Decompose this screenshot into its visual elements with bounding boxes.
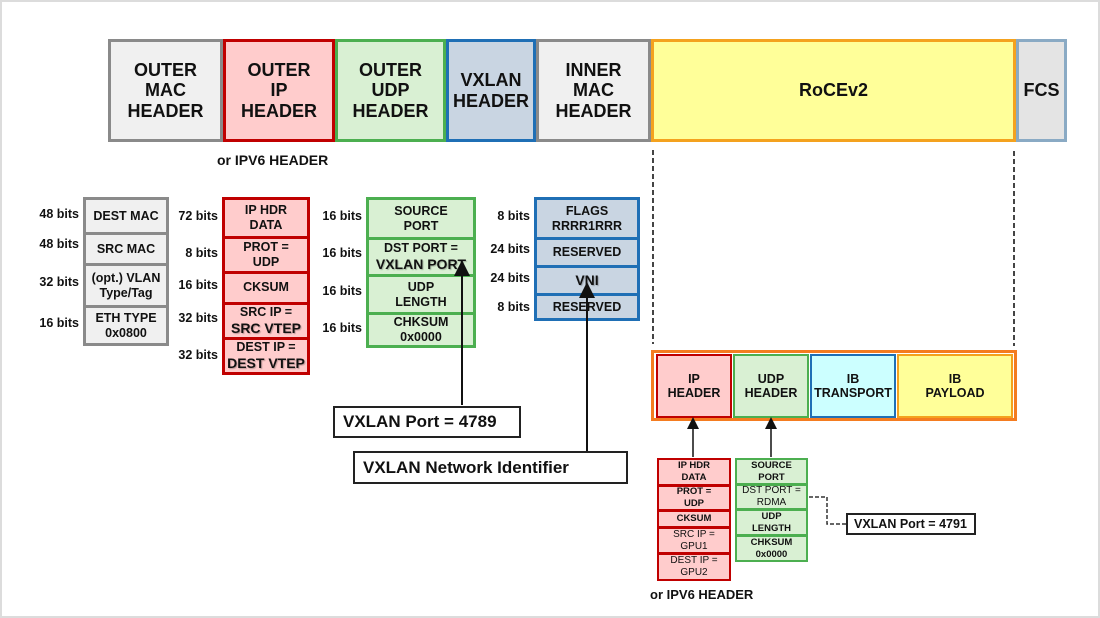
rocev2-ib-payload: IB PAYLOAD [897,354,1013,418]
inner-field-udp-length: UDP LENGTH [737,508,806,534]
bits-label: 32 bits [178,348,218,362]
dashed-rdma-connector [809,496,846,525]
field-dst-port: DST PORT = VXLAN PORT [369,237,473,274]
field-dest-ip-value: DEST VTEP [227,355,305,372]
rocev2-ib-transport: IB TRANSPORT [810,354,896,418]
field-dst-port-label: DST PORT = [384,241,458,256]
field-flags: FLAGS RRRR1RRR [551,203,623,233]
vxlan-fields: FLAGS RRRR1RRR RESERVED VNI RESERVED [534,197,640,321]
outer-udp-fields: SOURCE PORT DST PORT = VXLAN PORT UDP LE… [366,197,476,348]
bits-label: 48 bits [39,207,79,221]
field-dst-port-value: VXLAN PORT [375,256,467,273]
bits-label: 24 bits [490,242,530,256]
inner-field-dst-port: DST PORT = RDMA [737,483,806,508]
bits-label: 16 bits [322,321,362,335]
field-src-mac: SRC MAC [86,232,166,263]
vxlan-header: VXLAN HEADER [446,39,536,142]
field-dest-mac: DEST MAC [93,208,159,223]
field-udp-checksum: CHKSUM 0x0000 [369,312,473,345]
inner-ip-fields: IP HDR DATA PROT = UDP CKSUM SRC IP = GP… [657,458,731,581]
field-protocol: PROT = UDP [225,236,307,271]
field-eth-type: ETH TYPE 0x0800 [86,305,166,343]
inner-field-src-ip: SRC IP = GPU1 [659,526,729,552]
rocev2-payload: RoCEv2 [651,39,1016,142]
inner-field-dest-ip: DEST IP = GPU2 [659,552,729,579]
inner-field-protocol: PROT = UDP [659,483,729,509]
bits-label: 8 bits [497,209,530,223]
inner-field-ip-hdr-data: IP HDR DATA [677,460,711,483]
inner-ip-ipv6-note: or IPV6 HEADER [650,587,754,602]
bits-label: 32 bits [39,275,79,289]
rocev2-ip-header: IP HEADER [656,354,732,418]
vxlan-port-4789-callout: VXLAN Port = 4789 [333,406,521,438]
bits-label: 16 bits [322,209,362,223]
field-ip-hdr-data: IP HDR DATA [244,203,288,233]
bits-label: 16 bits [39,316,79,330]
bits-label: 48 bits [39,237,79,251]
field-source-port: SOURCE PORT [394,203,448,233]
inner-field-checksum-2: CHKSUM 0x0000 [737,534,806,560]
outer-udp-header: OUTER UDP HEADER [335,39,446,142]
bits-label: 8 bits [497,300,530,314]
vxlan-network-identifier-callout: VXLAN Network Identifier [353,451,628,484]
field-reserved-1: RESERVED [537,237,637,265]
bits-label: 16 bits [322,284,362,298]
bits-label: 16 bits [178,278,218,292]
vxlan-port-4791-callout: VXLAN Port = 4791 [846,513,976,535]
bits-label: 16 bits [322,246,362,260]
field-vlan-tag: (opt.) VLAN Type/Tag [86,263,166,305]
fcs-trailer: FCS [1016,39,1067,142]
outer-ip-fields: IP HDR DATA PROT = UDP CKSUM SRC IP = SR… [222,197,310,375]
bits-label: 32 bits [178,311,218,325]
field-dest-ip-label: DEST IP = [236,340,296,355]
inner-field-checksum: CKSUM [659,508,729,526]
inner-field-source-port: SOURCE PORT [751,460,792,483]
field-src-ip-value: SRC VTEP [230,320,301,337]
bits-label: 24 bits [490,271,530,285]
outer-ip-header: OUTER IP HEADER [223,39,335,142]
outer-mac-header: OUTER MAC HEADER [108,39,223,142]
bits-label: 8 bits [185,246,218,260]
field-dest-ip: DEST IP = DEST VTEP [225,337,307,372]
field-src-ip-label: SRC IP = [239,305,293,320]
bits-label: 72 bits [178,209,218,223]
inner-mac-header: INNER MAC HEADER [536,39,651,142]
field-ip-checksum: CKSUM [225,270,307,302]
field-udp-length: UDP LENGTH [369,274,473,312]
inner-udp-fields: SOURCE PORT DST PORT = RDMA UDP LENGTH C… [735,458,808,562]
outer-mac-fields: DEST MAC SRC MAC (opt.) VLAN Type/Tag ET… [83,197,169,346]
field-src-ip: SRC IP = SRC VTEP [225,301,307,338]
outer-ip-ipv6-note: or IPV6 HEADER [217,152,329,168]
